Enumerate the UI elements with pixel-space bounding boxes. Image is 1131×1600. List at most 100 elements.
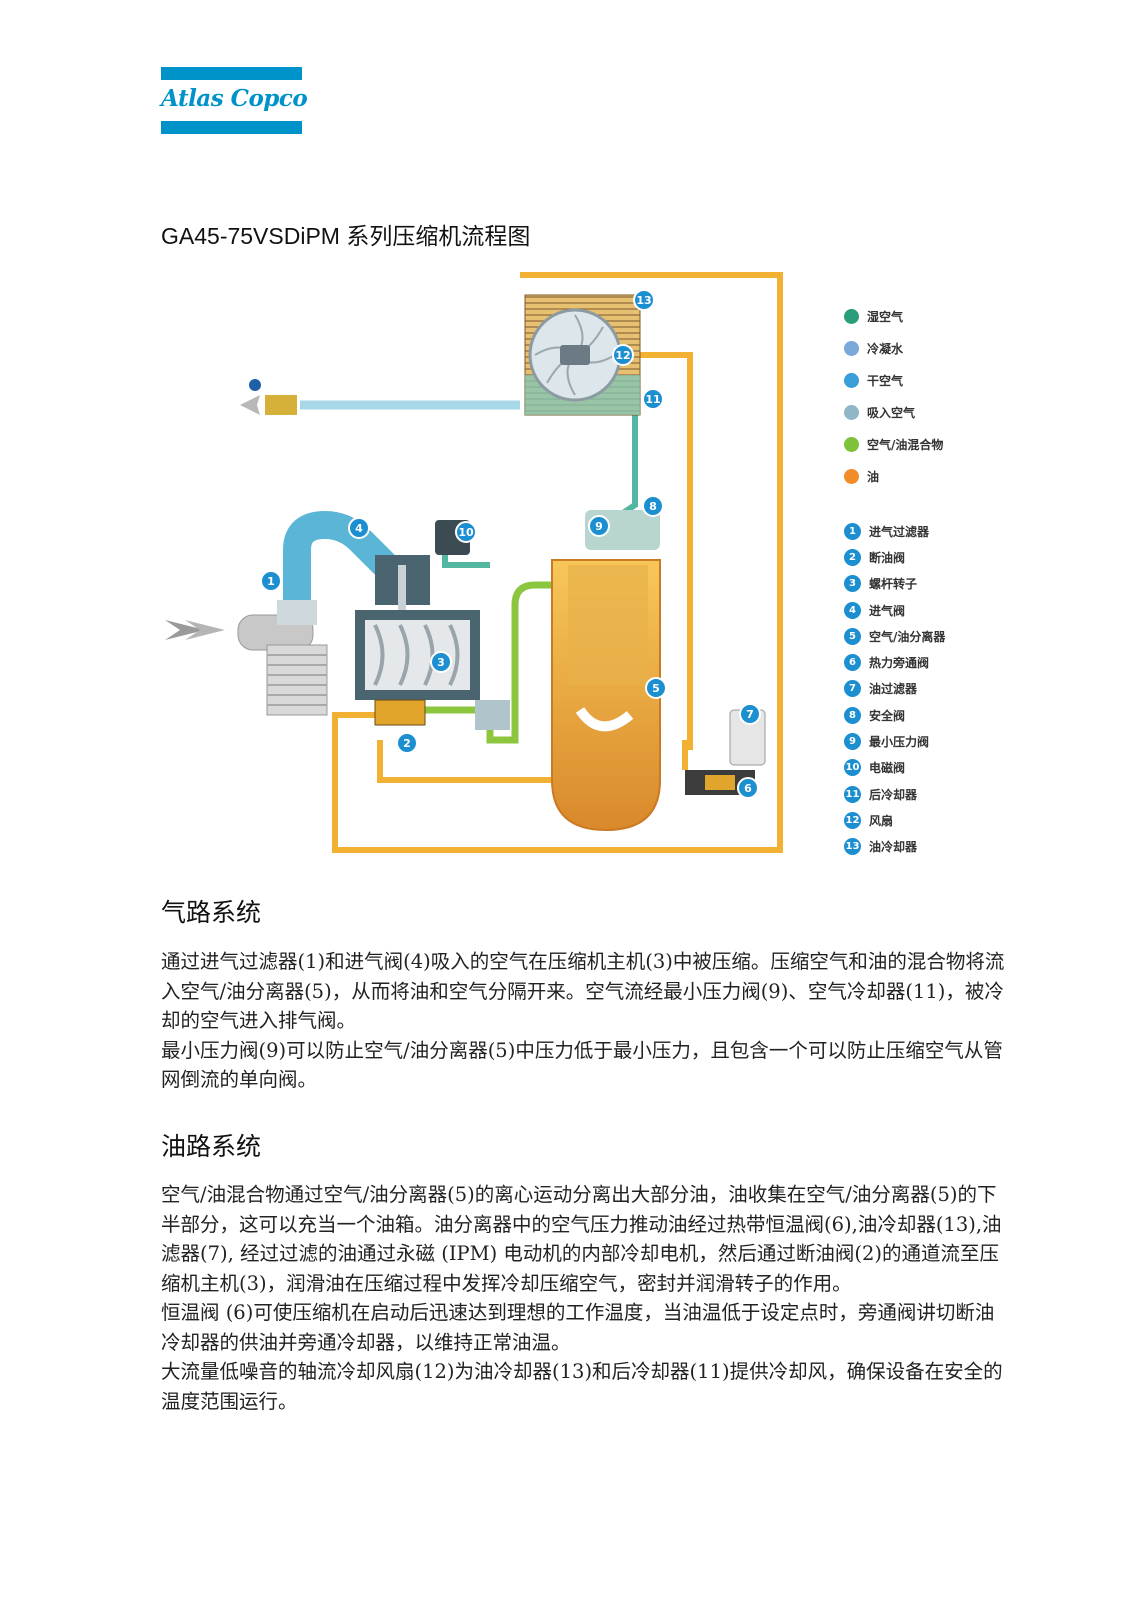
- paragraph: 大流量低噪音的轴流冷却风扇(12)为油冷却器(13)和后冷却器(11)提供冷却风…: [161, 1360, 1003, 1413]
- legend-label: 油: [867, 469, 880, 484]
- svg-text:13: 13: [636, 294, 651, 307]
- intake-filter: [266, 644, 328, 716]
- section-title-oil-system: 油路系统: [161, 1132, 262, 1161]
- part-item: 2 断油阀: [844, 544, 1034, 570]
- paragraph: 恒温阀 (6)可使压缩机在启动后迅速达到理想的工作温度，当油温低于设定点时，旁通…: [161, 1301, 995, 1354]
- part-number: 7: [844, 680, 861, 698]
- part-number: 5: [844, 627, 861, 645]
- svg-text:2: 2: [403, 737, 411, 750]
- part-label: 进气阀: [869, 603, 906, 618]
- svg-text:6: 6: [744, 782, 752, 795]
- svg-text:7: 7: [746, 708, 754, 721]
- legend-item: 空气/油混合物: [844, 428, 1034, 460]
- separator-element: [568, 565, 648, 685]
- part-label: 最小压力阀: [869, 735, 930, 750]
- part-label: 风扇: [869, 813, 894, 828]
- callouts: 1 2 3 4 5 6 7 8 9 10 11 12 13: [260, 289, 761, 799]
- part-label: 断油阀: [869, 550, 906, 565]
- paragraph: 通过进气过滤器(1)和进气阀(4)吸入的空气在压缩机主机(3)中被压缩。压缩空气…: [161, 950, 1005, 1032]
- svg-text:3: 3: [437, 656, 445, 669]
- part-number: 3: [844, 575, 861, 593]
- legend-label: 湿空气: [867, 309, 904, 324]
- air-system-text: 通过进气过滤器(1)和进气阀(4)吸入的空气在压缩机主机(3)中被压缩。压缩空气…: [161, 947, 1011, 1095]
- legend-item: 吸入空气: [844, 396, 1034, 428]
- legend-label: 干空气: [867, 373, 904, 388]
- part-item: 5 空气/油分离器: [844, 623, 1034, 649]
- outlet-valve: [265, 395, 297, 415]
- part-label: 进气过滤器: [869, 524, 930, 539]
- svg-text:11: 11: [645, 393, 660, 406]
- part-label: 空气/油分离器: [869, 629, 946, 644]
- part-label: 电磁阀: [869, 761, 906, 776]
- inlet-valve-stem: [398, 565, 406, 610]
- part-number: 4: [844, 601, 861, 619]
- svg-text:12: 12: [615, 349, 630, 362]
- oil-stop-valve: [374, 699, 426, 726]
- legend-swatch: [844, 404, 859, 420]
- intake-arrow: [165, 620, 205, 640]
- document-title: GA45-75VSDiPM 系列压缩机流程图: [161, 223, 531, 249]
- intake-arrow-2: [185, 620, 225, 640]
- part-item: 13 油冷却器: [844, 834, 1034, 860]
- part-number: 12: [844, 811, 861, 829]
- part-label: 螺杆转子: [869, 577, 918, 592]
- flow-legend: 湿空气 冷凝水 干空气 吸入空气 空气/油混合物 油: [844, 300, 1034, 492]
- parts-list: 1 进气过滤器 2 断油阀 3 螺杆转子 4 进气阀 5 空气/油分离器 6 热力旁通阀 7…: [844, 518, 1034, 860]
- oil-piping: [332, 272, 783, 853]
- part-number: 9: [844, 733, 861, 751]
- legend-swatch: [844, 436, 859, 452]
- outlet-valve-handle: [249, 379, 261, 391]
- part-number: 11: [844, 785, 861, 803]
- part-item: 4 进气阀: [844, 597, 1034, 623]
- svg-text:4: 4: [355, 522, 363, 535]
- part-item: 1 进气过滤器: [844, 518, 1034, 544]
- part-item: 3 螺杆转子: [844, 571, 1034, 597]
- rotor-lobes: [373, 624, 460, 686]
- legend-item: 冷凝水: [844, 332, 1034, 364]
- compressor-flow-diagram: 1 2 3 4 5 6 7 8 9 10 11 12 13: [165, 272, 783, 853]
- part-label: 油过滤器: [869, 682, 918, 697]
- part-label: 后冷却器: [869, 787, 918, 802]
- legend-item: 干空气: [844, 364, 1034, 396]
- part-item: 7 油过滤器: [844, 676, 1034, 702]
- part-item: 6 热力旁通阀: [844, 649, 1034, 675]
- bypass-block: [475, 700, 510, 730]
- svg-text:1: 1: [267, 575, 275, 588]
- paragraph: 空气/油混合物通过空气/油分离器(5)的离心运动分离出大部分油，油收集在空气/油…: [161, 1183, 1002, 1295]
- part-number: 13: [844, 838, 861, 856]
- legend-swatch: [844, 340, 859, 356]
- section-title-air-system: 气路系统: [161, 898, 262, 927]
- svg-text:8: 8: [649, 500, 657, 513]
- legend-item: 油: [844, 460, 1034, 492]
- logo-text: Atlas Copco: [161, 85, 308, 112]
- paragraph: 最小压力阀(9)可以防止空气/油分离器(5)中压力低于最小压力，且包含一个可以防…: [161, 1038, 1003, 1092]
- thermostatic-valve-core: [705, 775, 735, 790]
- part-number: 2: [844, 548, 861, 566]
- intake-filter-ribs: [267, 654, 327, 706]
- svg-text:10: 10: [458, 526, 474, 539]
- part-item: 9 最小压力阀: [844, 728, 1034, 754]
- logo-bar-top: [161, 67, 302, 80]
- legend-label: 冷凝水: [867, 341, 904, 356]
- part-number: 8: [844, 706, 861, 724]
- legend-swatch: [844, 372, 859, 388]
- part-number: 6: [844, 654, 861, 672]
- intake-filter-neck: [277, 600, 317, 625]
- part-label: 热力旁通阀: [869, 656, 930, 671]
- svg-text:5: 5: [652, 682, 660, 695]
- part-label: 安全阀: [869, 708, 906, 723]
- legend-label: 吸入空气: [867, 405, 916, 420]
- svg-text:9: 9: [595, 520, 603, 533]
- atlas-copco-logo: Atlas Copco: [161, 67, 308, 134]
- part-number: 1: [844, 522, 861, 540]
- part-item: 11 后冷却器: [844, 781, 1034, 807]
- outlet-arrow: [240, 395, 260, 415]
- part-label: 油冷却器: [869, 840, 918, 855]
- legend-swatch: [844, 308, 859, 324]
- part-number: 10: [844, 759, 861, 777]
- oil-system-text: 空气/油混合物通过空气/油分离器(5)的离心运动分离出大部分油，油收集在空气/油…: [161, 1180, 1011, 1416]
- legend-label: 空气/油混合物: [867, 437, 944, 452]
- part-item: 10 电磁阀: [844, 755, 1034, 781]
- part-item: 8 安全阀: [844, 702, 1034, 728]
- swirl-arrow: [575, 707, 634, 732]
